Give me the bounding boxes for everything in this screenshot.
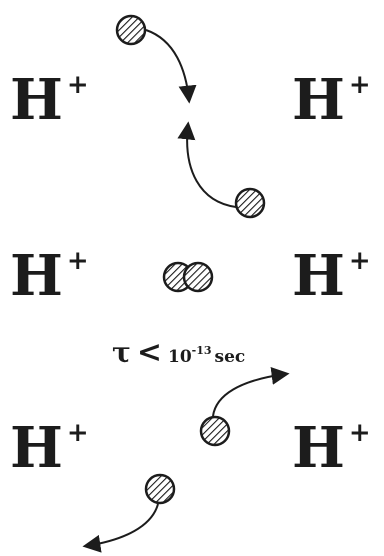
- less-than-sign: <: [136, 335, 162, 370]
- tau-symbol: τ: [112, 336, 131, 369]
- hydrogen-ion-label: H+: [10, 248, 89, 304]
- hydrogen-ion-label: H+: [292, 72, 371, 128]
- lifetime-base: 10: [167, 347, 192, 367]
- ion-charge: +: [348, 70, 371, 100]
- ion-charge: +: [66, 418, 89, 448]
- ion-symbol: H: [292, 67, 345, 133]
- approach-arrow: [177, 121, 237, 208]
- ion-charge: +: [66, 70, 89, 100]
- departure-arrow: [82, 503, 159, 553]
- hydrogen-ion-label: H+: [292, 248, 371, 304]
- ion-charge: +: [66, 246, 89, 276]
- lifetime-unit: sec: [214, 347, 246, 367]
- ion-symbol: H: [10, 415, 63, 481]
- ion-charge: +: [348, 418, 371, 448]
- hydrogen-ion-label: H+: [10, 72, 89, 128]
- electron-particle: [182, 261, 214, 293]
- electron-particle: [199, 415, 231, 447]
- hydrogen-ion-label: H+: [292, 420, 371, 476]
- ion-symbol: H: [292, 415, 345, 481]
- ion-symbol: H: [10, 67, 63, 133]
- departure-arrow: [212, 366, 290, 417]
- electron-particle: [144, 473, 176, 505]
- approach-arrow: [145, 29, 197, 104]
- electron-particle: [234, 187, 266, 219]
- lifetime-exponent: -13: [191, 344, 212, 357]
- hydrogen-ion-label: H+: [10, 420, 89, 476]
- ion-symbol: H: [10, 243, 63, 309]
- ion-charge: +: [348, 246, 371, 276]
- ion-symbol: H: [292, 243, 345, 309]
- electron-particle: [115, 14, 147, 46]
